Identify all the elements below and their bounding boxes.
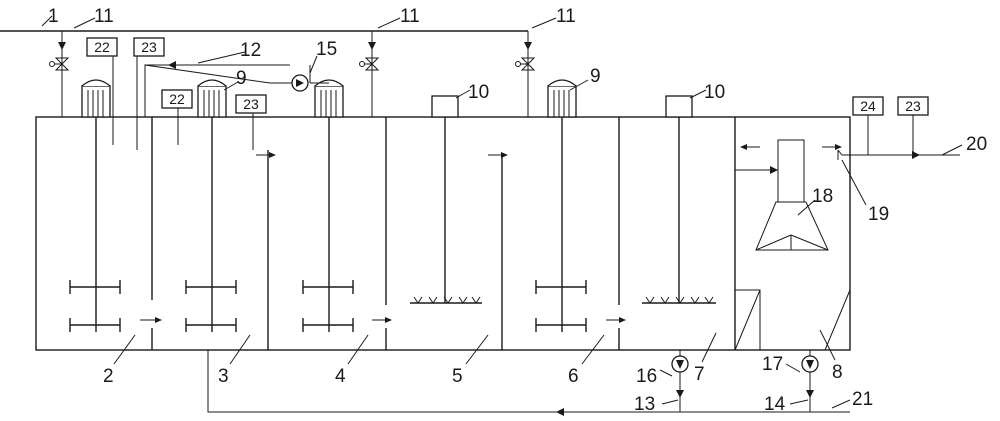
instrument-box-22: 22: [161, 89, 193, 117]
svg-text:22: 22: [94, 39, 110, 55]
label-17: 17: [762, 354, 783, 375]
arrow-icon: [556, 408, 564, 416]
leader-lines: [41, 15, 963, 409]
svg-text:24: 24: [860, 98, 876, 114]
stirrer-tank6: [535, 117, 587, 332]
pump-arrow-icon: [296, 79, 304, 87]
valve-icon: [359, 57, 380, 71]
hopper-left-slope: [734, 289, 761, 351]
instrument-box-23: 23: [133, 37, 165, 117]
instrument-box-23: 23: [897, 96, 929, 155]
svg-text:23: 23: [141, 39, 157, 55]
arrow-icon: [770, 166, 778, 174]
motor-icon: [547, 79, 577, 118]
arrow-icon: [368, 42, 376, 50]
svg-text:23: 23: [905, 98, 921, 114]
arrow-icon: [676, 390, 684, 398]
label-21: 21: [852, 389, 873, 410]
label-13: 13: [634, 394, 655, 415]
label-10: 10: [468, 82, 489, 103]
label-9: 9: [590, 66, 601, 87]
center-tube: [777, 139, 805, 203]
settling-cone: [755, 201, 829, 251]
svg-text:22: 22: [169, 91, 185, 107]
label-8: 8: [832, 362, 843, 383]
tank-outline: [35, 116, 851, 351]
label-15: 15: [316, 39, 337, 60]
aerator-tank7: [642, 95, 716, 304]
label-19: 19: [868, 204, 889, 225]
label-12: 12: [240, 40, 261, 61]
label-5: 5: [452, 366, 463, 387]
stirrer-tank2: [69, 117, 121, 332]
arrow-icon: [168, 61, 176, 69]
flow-arrows: [140, 144, 842, 323]
label-4: 4: [335, 366, 346, 387]
label-11: 11: [400, 6, 420, 27]
instrument-box-24: 24: [852, 96, 884, 155]
recycle-pipe-12-top: [144, 64, 290, 117]
instrument-box-22: 22: [86, 37, 118, 117]
motor-icon: [314, 79, 344, 118]
valve-icon: [49, 57, 70, 71]
motor-icon: [197, 79, 227, 118]
arrow-icon: [58, 42, 66, 50]
label-2: 2: [103, 366, 114, 387]
label-7: 7: [694, 364, 705, 385]
arrow-icon: [806, 390, 814, 398]
pump-arrow-icon: [676, 360, 684, 369]
stirrer-tank3: [185, 117, 237, 332]
stirrer-tank4: [302, 117, 354, 332]
label-6: 6: [568, 366, 579, 387]
instrument-box-23: 23: [235, 94, 267, 117]
label-18: 18: [812, 186, 833, 207]
label-11: 11: [556, 6, 576, 27]
motor-icon: [81, 79, 111, 118]
cone-inner: [790, 234, 829, 251]
valve-icon: [515, 57, 536, 71]
arrow-icon: [912, 151, 920, 159]
sludge-return-pipe: [207, 350, 850, 413]
label-9: 9: [236, 68, 247, 89]
svg-text:23: 23: [243, 96, 259, 112]
label-10: 10: [704, 82, 725, 103]
label-14: 14: [764, 394, 786, 415]
label-11: 11: [94, 6, 114, 27]
label-20: 20: [966, 134, 987, 155]
hopper-right-slope: [824, 289, 851, 351]
label-1: 1: [48, 6, 59, 27]
pump-arrow-icon: [806, 360, 814, 369]
cone-inner: [755, 234, 792, 251]
label-16: 16: [636, 366, 657, 387]
aerator-tank5: [410, 95, 482, 304]
arrow-icon: [524, 42, 532, 50]
outlet-pipe-20: [837, 149, 960, 156]
label-3: 3: [218, 366, 229, 387]
